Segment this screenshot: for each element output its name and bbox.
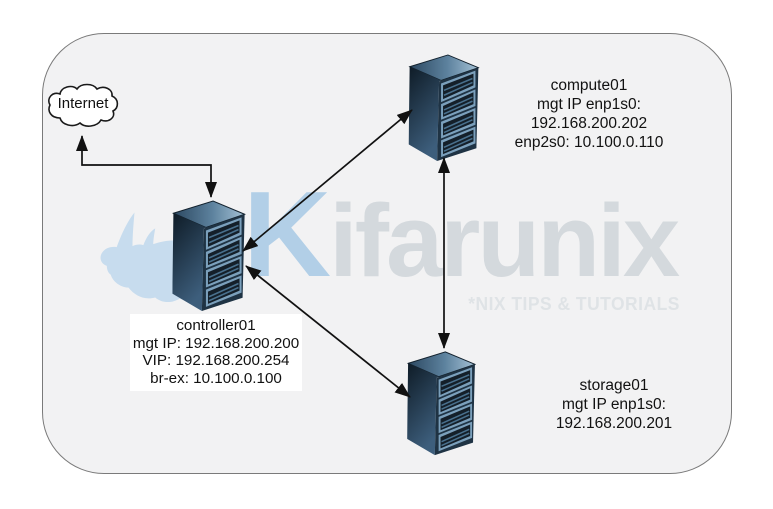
compute01-enp2s0: enp2s0: 10.100.0.110 xyxy=(514,134,664,151)
controller01-br-ex: br-ex: 10.100.0.100 xyxy=(150,369,282,387)
controller01-title: controller01 xyxy=(176,317,256,334)
storage01-title: storage01 xyxy=(579,377,649,394)
internet-cloud-icon xyxy=(48,83,119,127)
storage01-mgt-ip: mgt IP enp1s0: 192.168.200.201 xyxy=(555,396,673,432)
internet-label: Internet xyxy=(57,95,109,112)
server-icon-compute01 xyxy=(408,53,480,163)
watermark-logo-k: K xyxy=(243,166,331,302)
compute01-title: compute01 xyxy=(550,77,628,94)
server-icon-controller01 xyxy=(169,199,249,313)
watermark-tagline: *NIX TIPS & TUTORIALS xyxy=(468,294,680,314)
controller01-label: controller01 mgt IP: 192.168.200.200 VIP… xyxy=(130,314,302,392)
compute01-mgt-ip: mgt IP enp1s0: 192.168.200.202 xyxy=(530,96,648,132)
server-icon-storage01 xyxy=(406,350,477,457)
compute01-label: compute01 mgt IP enp1s0: 192.168.200.202… xyxy=(478,76,700,152)
watermark-logo-rest: ifarunix xyxy=(329,183,680,298)
storage01-label: storage01 mgt IP enp1s0: 192.168.200.201 xyxy=(503,376,725,433)
controller01-mgt-ip: mgt IP: 192.168.200.200 xyxy=(132,334,300,352)
watermark-logo: Kifarunix xyxy=(243,173,680,298)
controller01-vip: VIP: 192.168.200.254 xyxy=(142,352,290,370)
